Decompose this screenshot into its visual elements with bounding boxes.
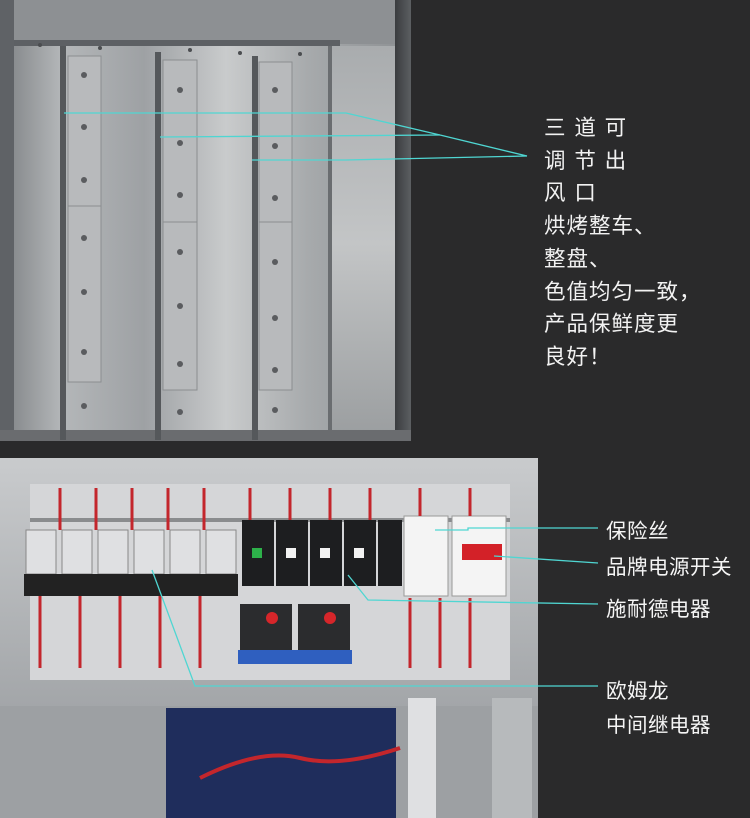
omron-label-line2: 中间继电器 bbox=[606, 713, 711, 737]
caption-line: 产品保鲜度更 bbox=[544, 312, 680, 338]
omron-callout bbox=[151, 569, 598, 687]
caption-line: 烘烤整车、 bbox=[544, 214, 657, 240]
control-panel-photo bbox=[0, 458, 538, 818]
fuse-label: 保险丝 bbox=[606, 519, 669, 543]
fuse-callout bbox=[435, 527, 598, 531]
breaker-callout bbox=[493, 555, 599, 564]
caption-line: 良好！ bbox=[544, 344, 612, 370]
vent-callout-join bbox=[439, 134, 528, 157]
schneider-label: 施耐德电器 bbox=[606, 597, 711, 621]
oven-interior-illustration bbox=[0, 0, 411, 441]
vent-callout-1 bbox=[64, 112, 441, 136]
control-panel-illustration bbox=[0, 458, 538, 818]
caption-line: 三 道 可 bbox=[544, 116, 628, 141]
caption-line: 色值均匀一致， bbox=[544, 279, 702, 305]
vent-callout-2 bbox=[159, 134, 441, 138]
schneider-callout bbox=[347, 574, 599, 605]
caption-line: 风 口 bbox=[544, 181, 597, 207]
caption-line: 整盘、 bbox=[544, 246, 612, 272]
oven-vent-caption: 三 道 可 调 节 出 风 口 烘烤整车、 整盘、 色值均匀一致， 产品保鲜度更… bbox=[544, 113, 702, 375]
vent-callout-3 bbox=[252, 155, 528, 161]
caption-line: 调 节 出 bbox=[544, 148, 628, 174]
oven-interior-photo bbox=[0, 0, 411, 441]
breaker-label: 品牌电源开关 bbox=[606, 555, 732, 579]
omron-label-line1: 欧姆龙 bbox=[606, 679, 669, 703]
